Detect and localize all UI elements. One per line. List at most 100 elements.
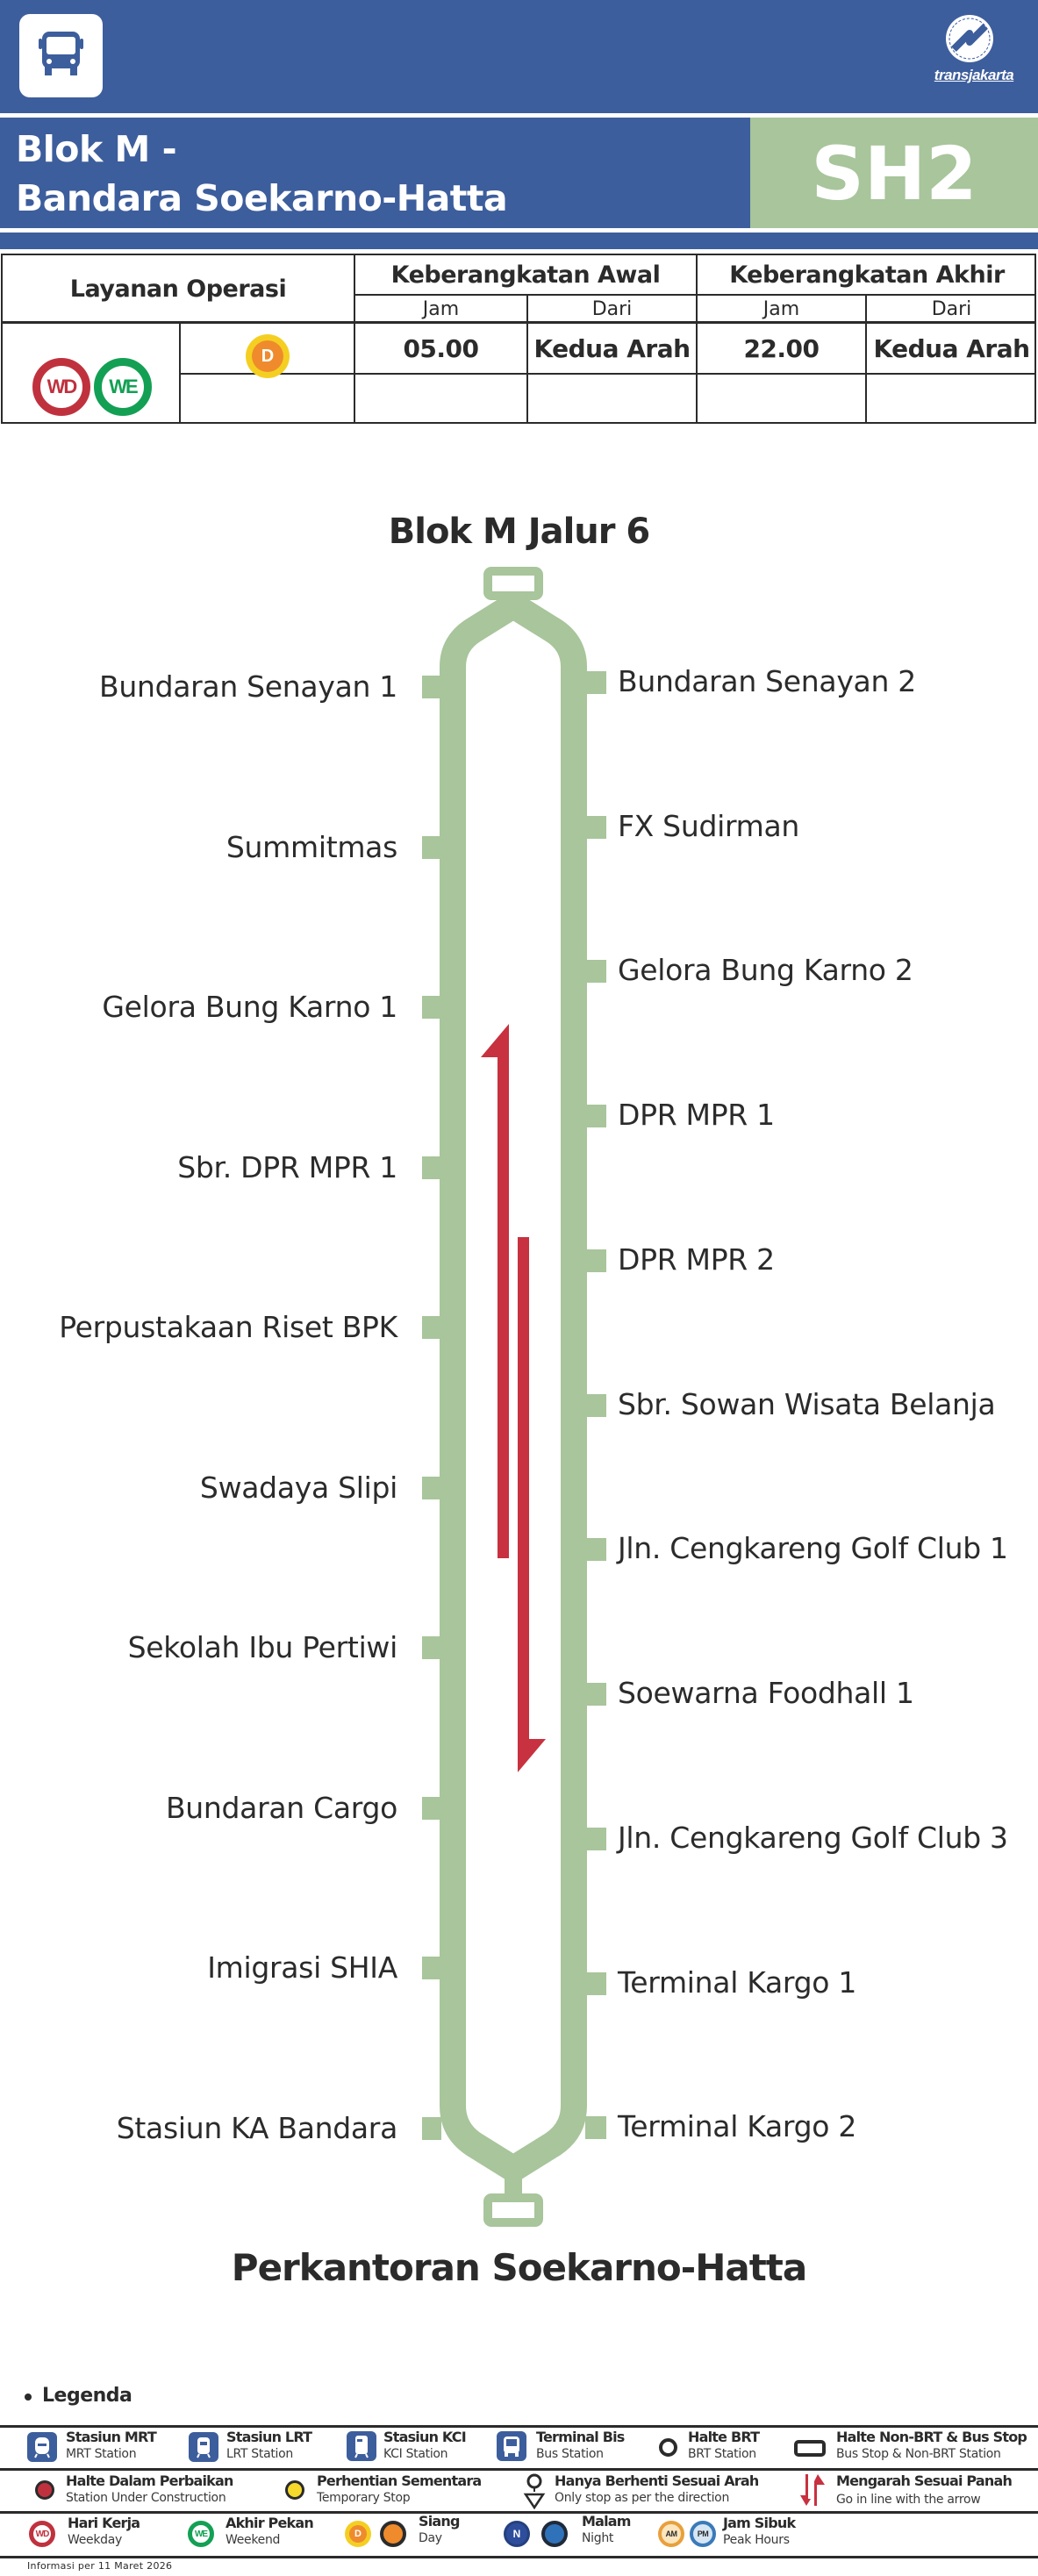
legend-weekday-title: Hari Kerja (68, 2515, 140, 2531)
legend-day-sub: Day (419, 2531, 442, 2545)
table-divider (179, 373, 1036, 375)
bus-icon (19, 14, 103, 97)
temporary-stop-dot-icon (285, 2480, 304, 2500)
station-right-7: Jln. Cengkareng Golf Club 1 (618, 1531, 1008, 1565)
schedule-table: Layanan Operasi Keberangkatan Awal Keber… (1, 254, 1036, 424)
kci-train-icon (347, 2431, 376, 2461)
night-stop-dot-icon (541, 2521, 568, 2547)
pm-peak-badge: PM (690, 2521, 716, 2547)
legend-bus-terminal-sub: Bus Station (536, 2447, 604, 2461)
first-from-subheader: Dari (591, 297, 633, 320)
legend-non-brt-title: Halte Non-BRT & Bus Stop (836, 2429, 1027, 2445)
table-divider (179, 322, 181, 422)
legend-directional-title: Hanya Berhenti Sesuai Arah (555, 2472, 759, 2489)
first-departure-from: Kedua Arah (533, 333, 691, 363)
route-title-band: Blok M - Bandara Soekarno-Hatta (0, 118, 750, 228)
route-line-diagram (422, 567, 606, 2227)
legend-bus-terminal-title: Terminal Bis (536, 2429, 625, 2445)
weekday-badge: WD (32, 358, 90, 416)
legend-peak-sub: Peak Hours (723, 2533, 790, 2547)
first-departure-header: Keberangkatan Awal (390, 261, 661, 289)
legend-construction-sub: Station Under Construction (66, 2491, 226, 2505)
legend-night-title: Malam (582, 2513, 631, 2529)
station-right-5: DPR MPR 2 (618, 1242, 775, 1277)
station-right-8: Soewarna Foodhall 1 (618, 1676, 914, 1710)
last-time-subheader: Jam (762, 297, 800, 320)
station-left-2: Summitmas (225, 830, 397, 864)
legend-weekend-sub: Weekend (225, 2533, 281, 2547)
legend-kci-title: Stasiun KCI (383, 2429, 467, 2445)
legend-peak-title: Jam Sibuk (723, 2515, 796, 2531)
station-left-10: Stasiun KA Bandara (116, 2111, 398, 2145)
northbound-arrow-icon (481, 1024, 509, 1558)
first-departure-time: 05.00 (403, 333, 479, 363)
table-divider (354, 255, 355, 422)
legend-divider (0, 2468, 1038, 2471)
day-stop-dot-icon (380, 2521, 406, 2547)
legend-weekend-title: Akhir Pekan (225, 2515, 314, 2531)
info-date: Informasi per 11 Maret 2026 (27, 2560, 173, 2572)
route-code-band: SH2 (750, 118, 1038, 228)
legend-lrt-sub: LRT Station (226, 2447, 293, 2461)
under-construction-dot-icon (35, 2480, 54, 2500)
legend-arrow-sub: Go in line with the arrow (836, 2493, 981, 2507)
station-left-4: Sbr. DPR MPR 1 (177, 1150, 397, 1184)
am-peak-badge: AM (658, 2521, 684, 2547)
day-service-badge: D (246, 334, 290, 378)
legend-mrt-title: Stasiun MRT (66, 2429, 157, 2445)
route-title-line1: Blok M - (16, 128, 177, 170)
service-header: Layanan Operasi (69, 275, 287, 303)
table-divider (354, 294, 1036, 296)
station-right-1: Bundaran Senayan 2 (618, 664, 916, 698)
southbound-arrow-icon (518, 1237, 546, 1772)
station-right-6: Sbr. Sowan Wisata Belanja (618, 1387, 996, 1421)
weekend-badge: WE (94, 358, 152, 416)
day-legend-badge: D (345, 2521, 371, 2547)
station-right-9: Jln. Cengkareng Golf Club 3 (618, 1821, 1008, 1855)
legend-divider (0, 2511, 1038, 2514)
last-departure-time: 22.00 (743, 333, 820, 363)
station-right-10: Terminal Kargo 1 (618, 1965, 857, 2000)
end-terminal-title: Perkantoran Soekarno-Hatta (231, 2246, 807, 2289)
legend-kci-sub: KCI Station (383, 2447, 448, 2461)
brt-circle-icon (659, 2438, 677, 2457)
station-left-5: Perpustakaan Riset BPK (59, 1310, 397, 1344)
direction-arrows-icon (800, 2474, 825, 2509)
header-band: transjakarta (0, 0, 1038, 113)
lrt-icon (189, 2432, 218, 2462)
legend-arrow-title: Mengarah Sesuai Panah (836, 2472, 1013, 2489)
legend-divider (0, 2425, 1038, 2428)
header-divider-strip (0, 233, 1038, 249)
legend-mrt-sub: MRT Station (66, 2447, 137, 2461)
directional-stop-icon (523, 2472, 546, 2513)
legend-brt-sub: BRT Station (688, 2447, 756, 2461)
first-time-subheader: Jam (422, 297, 460, 320)
right-station-stubs (585, 671, 606, 2139)
table-divider (865, 294, 867, 422)
legend-construction-title: Halte Dalam Perbaikan (66, 2472, 233, 2489)
station-left-3: Gelora Bung Karno 1 (102, 990, 397, 1024)
legend-temporary-sub: Temporary Stop (317, 2491, 411, 2505)
transjakarta-logo: transjakarta (926, 12, 1022, 96)
legend-directional-sub: Only stop as per the direction (555, 2491, 730, 2505)
station-left-6: Swadaya Slipi (199, 1470, 397, 1505)
legend-lrt-title: Stasiun LRT (226, 2429, 312, 2445)
station-left-7: Sekolah Ibu Pertiwi (127, 1630, 398, 1664)
legend-temporary-title: Perhentian Sementara (317, 2472, 482, 2489)
route-title: Blok M - Bandara Soekarno-Hatta (16, 125, 508, 223)
station-right-11: Terminal Kargo 2 (618, 2109, 857, 2143)
legend-non-brt-sub: Bus Stop & Non-BRT Station (836, 2447, 1001, 2461)
last-from-subheader: Dari (931, 297, 972, 320)
last-departure-from: Kedua Arah (873, 333, 1030, 363)
legend-weekday-sub: Weekday (68, 2533, 123, 2547)
table-divider (526, 294, 528, 422)
bus-terminal-icon (497, 2431, 526, 2461)
legend-day-title: Siang (419, 2513, 460, 2529)
legend-brt-title: Halte BRT (688, 2429, 760, 2445)
brand-wordmark: transjakarta (934, 67, 1014, 83)
last-departure-header: Keberangkatan Akhir (729, 261, 1005, 289)
start-terminal-title: Blok M Jalur 6 (388, 512, 650, 552)
station-right-3: Gelora Bung Karno 2 (618, 953, 913, 987)
legend-heading: Legenda (24, 2385, 132, 2407)
station-left-8: Bundaran Cargo (165, 1791, 397, 1825)
